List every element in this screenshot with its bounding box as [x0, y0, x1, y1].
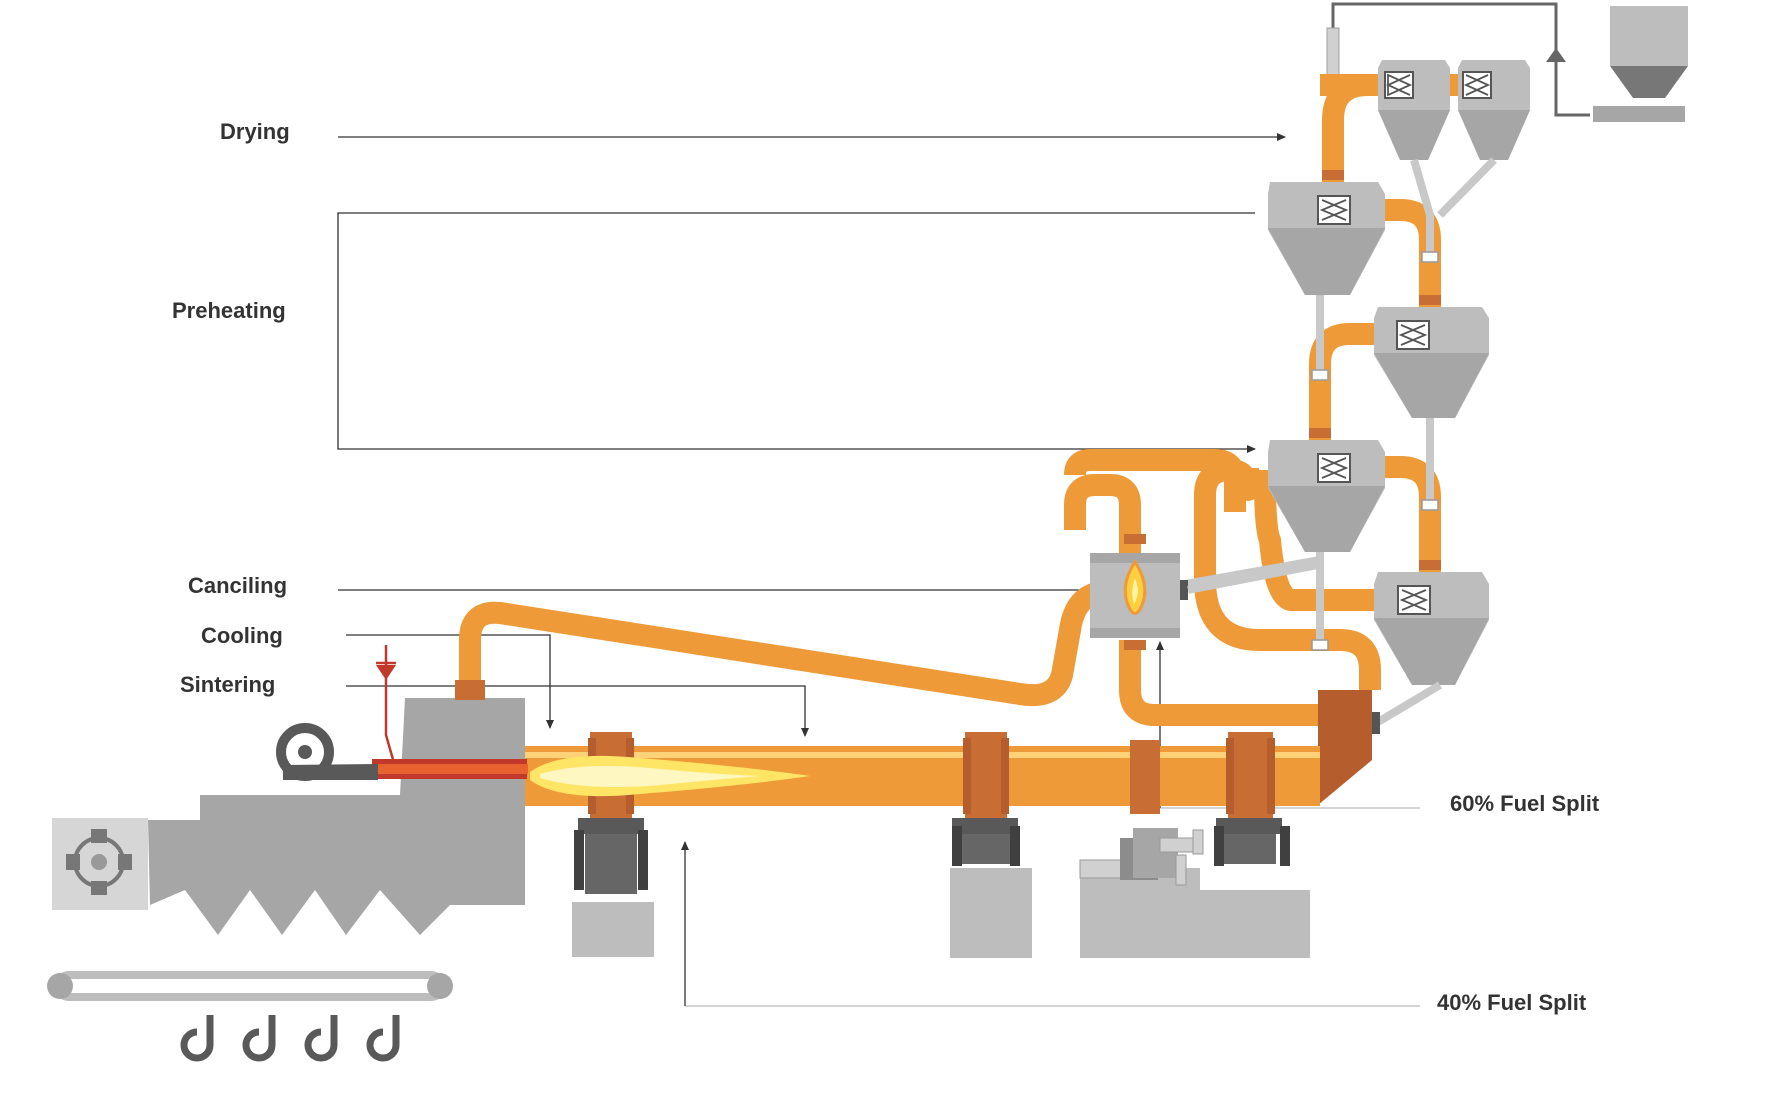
- cooling-label: Cooling: [201, 623, 283, 648]
- cyclone-top-right: [1458, 60, 1530, 160]
- clinker-conveyor: [47, 973, 453, 1058]
- preheating-leader: [338, 213, 1255, 449]
- cyclone-stage-3: [1268, 440, 1385, 552]
- feed-arrow-icon: [376, 645, 396, 763]
- raw-meal-silo: [1610, 6, 1688, 66]
- clinker-cooler: [52, 680, 525, 935]
- kiln-drive-motor: [1080, 828, 1203, 885]
- cyclone-top-left: [1378, 60, 1450, 160]
- cyclone-stage-4: [1374, 572, 1489, 685]
- rotary-kiln: [525, 732, 1320, 820]
- supply-arrow-icon: [1546, 48, 1566, 62]
- cyclone-stage-1: [1268, 182, 1385, 295]
- blower-icon: [281, 728, 378, 780]
- cyclone-stage-2: [1374, 307, 1489, 418]
- preheating-label: Preheating: [172, 298, 286, 323]
- sintering-label: Sintering: [180, 672, 275, 697]
- fuel-split-60-label: 60% Fuel Split: [1450, 791, 1600, 816]
- fuel-split-40-label: 40% Fuel Split: [1437, 990, 1587, 1015]
- drying-label: Drying: [220, 119, 290, 144]
- canciling-label: Canciling: [188, 573, 287, 598]
- feed-belt: [1593, 106, 1685, 122]
- kiln-inlet-chamber: [1318, 690, 1380, 805]
- hook-icon: [184, 1015, 396, 1058]
